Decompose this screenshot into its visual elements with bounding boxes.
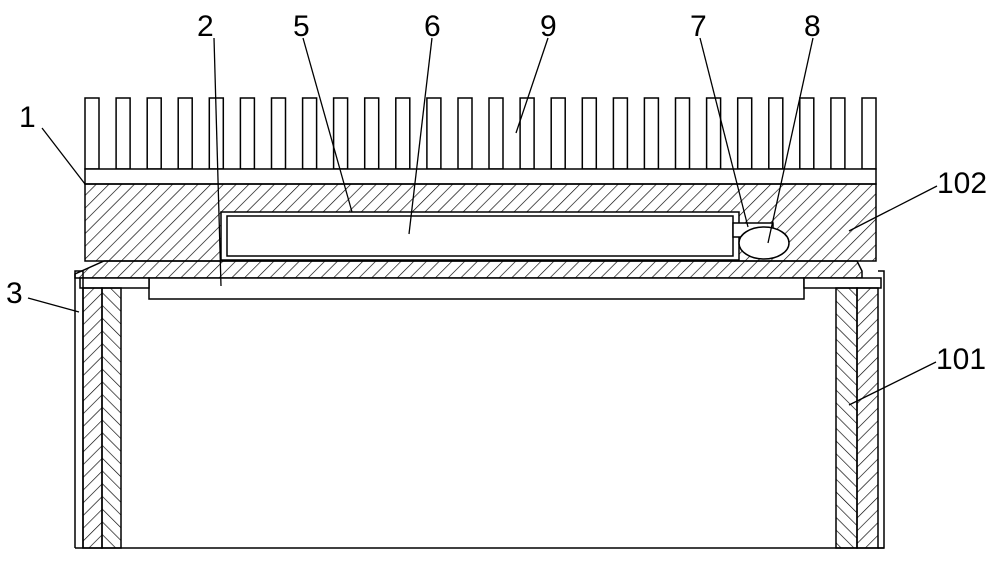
label-1: 1 xyxy=(19,101,36,134)
fin xyxy=(84,97,100,170)
leader-8 xyxy=(767,37,814,244)
leader-6 xyxy=(408,37,433,235)
oval-part-8 xyxy=(738,226,790,260)
label-101: 101 xyxy=(936,343,986,376)
label-6: 6 xyxy=(424,10,441,43)
label-8: 8 xyxy=(804,10,821,43)
fin xyxy=(395,97,411,170)
outer-shell-right xyxy=(878,270,885,549)
fin xyxy=(332,97,349,170)
label-7: 7 xyxy=(690,10,707,43)
label-2: 2 xyxy=(197,10,214,43)
fin xyxy=(550,97,566,170)
right-wall-inner-layer-101 xyxy=(835,287,858,549)
fin xyxy=(146,97,162,170)
leader-7 xyxy=(699,37,749,228)
left-wall-outer-layer xyxy=(82,287,103,549)
leader-101 xyxy=(848,361,937,406)
fin xyxy=(177,97,193,170)
fin xyxy=(581,97,598,170)
fin xyxy=(519,97,535,170)
leader-2 xyxy=(213,37,222,287)
fin xyxy=(736,97,753,170)
leader-1 xyxy=(41,127,86,185)
label-5: 5 xyxy=(293,10,310,43)
fin xyxy=(488,97,504,170)
right-wall-outer-layer xyxy=(856,287,879,549)
leader-lines xyxy=(27,37,938,406)
fin xyxy=(363,97,380,170)
fin xyxy=(115,97,131,170)
leader-5 xyxy=(302,37,353,213)
fin xyxy=(612,97,629,170)
label-3: 3 xyxy=(6,277,23,310)
leader-3 xyxy=(27,297,80,313)
heat-sink-fins xyxy=(84,97,877,170)
inner-part-6 xyxy=(226,215,734,257)
fin xyxy=(799,97,815,170)
left-wall-inner-layer xyxy=(101,287,122,549)
label-9: 9 xyxy=(540,10,557,43)
fin xyxy=(301,97,318,170)
fin xyxy=(426,97,442,170)
leader-102 xyxy=(848,185,938,232)
fin xyxy=(861,97,877,170)
fin-base-strip xyxy=(84,168,877,185)
fin xyxy=(643,97,660,170)
right-shelf xyxy=(803,277,882,289)
left-shelf xyxy=(79,277,150,289)
plate-2 xyxy=(148,277,805,300)
fin xyxy=(239,97,256,170)
fin xyxy=(674,97,691,170)
fin xyxy=(768,97,784,170)
leader-9 xyxy=(515,37,549,134)
fin xyxy=(830,97,846,170)
hatched-plate xyxy=(74,260,863,279)
outer-shell-3 xyxy=(74,270,84,548)
fin xyxy=(270,97,287,170)
label-102: 102 xyxy=(937,167,987,200)
fin xyxy=(457,97,473,170)
